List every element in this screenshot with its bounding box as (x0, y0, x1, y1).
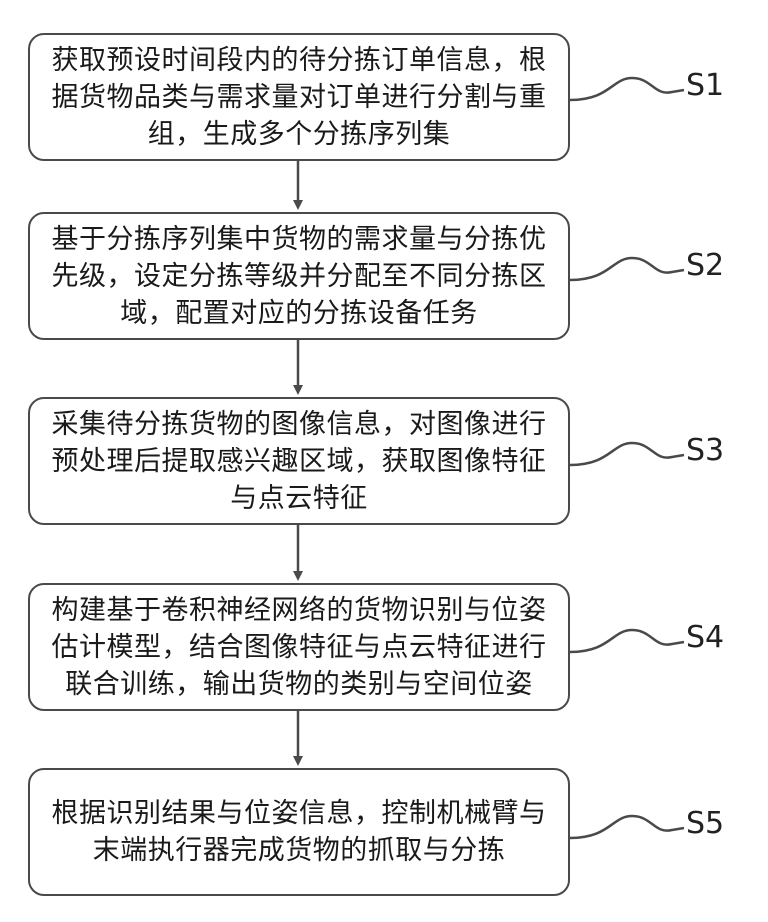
step-text-s3: 采集待分拣货物的图像信息，对图像进行 预处理后提取感兴趣区域，获取图像特征 与点… (52, 406, 547, 517)
step-text-s5: 根据识别结果与位姿信息，控制机械臂与 末端执行器完成货物的抓取与分拣 (52, 795, 547, 869)
step-box-s2: 基于分拣序列集中货物的需求量与分拣优 先级，设定分拣等级并分配至不同分拣区 域，… (28, 212, 570, 340)
step-label-s3: S3 (686, 433, 724, 468)
step-text-s1: 获取预设时间段内的待分拣订单信息，根 据货物品类与需求量对订单进行分割与重 组，… (52, 42, 547, 153)
leader-s1 (570, 78, 684, 100)
step-label-s5: S5 (686, 806, 724, 841)
leader-s3 (570, 443, 684, 465)
step-box-s4: 构建基于卷积神经网络的货物识别与位姿 估计模型，结合图像特征与点云特征进行 联合… (28, 583, 570, 711)
step-box-s5: 根据识别结果与位姿信息，控制机械臂与 末端执行器完成货物的抓取与分拣 (28, 768, 570, 896)
leader-s4 (570, 630, 684, 652)
step-text-s2: 基于分拣序列集中货物的需求量与分拣优 先级，设定分拣等级并分配至不同分拣区 域，… (52, 221, 547, 332)
step-box-s3: 采集待分拣货物的图像信息，对图像进行 预处理后提取感兴趣区域，获取图像特征 与点… (28, 397, 570, 525)
leader-s5 (570, 816, 684, 838)
step-box-s1: 获取预设时间段内的待分拣订单信息，根 据货物品类与需求量对订单进行分割与重 组，… (28, 33, 570, 161)
step-label-s4: S4 (686, 620, 724, 655)
step-label-s2: S2 (686, 248, 724, 283)
step-text-s4: 构建基于卷积神经网络的货物识别与位姿 估计模型，结合图像特征与点云特征进行 联合… (52, 592, 547, 703)
leader-s2 (570, 258, 684, 280)
step-label-s1: S1 (686, 68, 724, 103)
